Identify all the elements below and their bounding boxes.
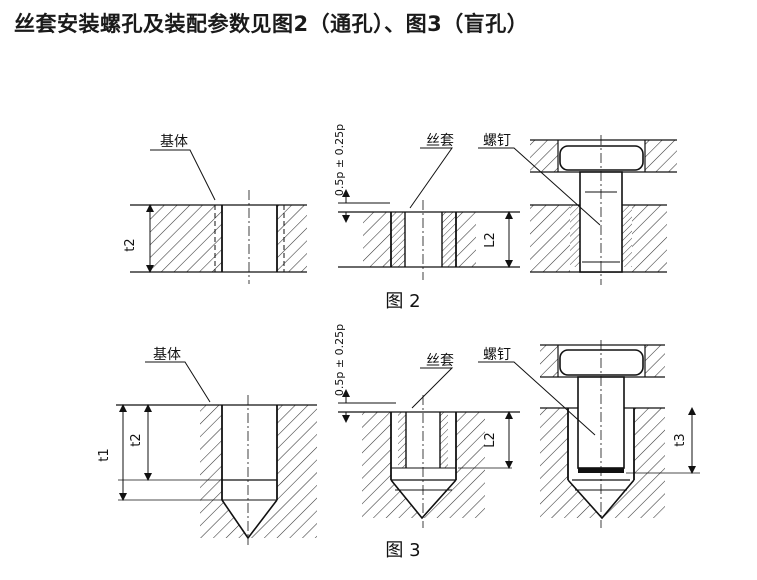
fig3-t1-label: t1 xyxy=(97,448,112,461)
fig3-tolerance-label: 0.5p ± 0.25p xyxy=(333,324,346,396)
fig2-t2-label: t2 xyxy=(123,238,138,251)
fig2-insert-label: 丝套 xyxy=(426,133,454,149)
figure-3: t1 t2 基体 xyxy=(97,324,700,561)
fig2-L2-label: L2 xyxy=(483,232,498,248)
fig3-insert: 0.5p ± 0.25p L2 丝套 图 3 xyxy=(333,324,520,561)
fig3-base-label: 基体 xyxy=(153,346,181,363)
fig2-screw-label: 螺钉 xyxy=(483,133,511,149)
fig2-insert: 0.5p ± 0.25p L2 丝套 图 2 xyxy=(333,124,520,312)
fig3-insert-label: 丝套 xyxy=(426,353,454,369)
fig2-tolerance-label: 0.5p ± 0.25p xyxy=(333,124,346,196)
fig2-screw-assembly: 螺钉 xyxy=(478,133,677,285)
fig3-screw-label: 螺钉 xyxy=(483,347,511,363)
fig3-caption: 图 3 xyxy=(385,540,420,561)
fig2-caption: 图 2 xyxy=(385,291,420,312)
fig2-base-label: 基体 xyxy=(160,133,188,150)
fig2-base-hole: t2 基体 xyxy=(123,133,307,284)
fig3-base-hole: t1 t2 基体 xyxy=(97,346,317,545)
fig3-L2-label: L2 xyxy=(483,432,498,448)
figure-2: t2 基体 0.5 xyxy=(123,124,677,312)
page-title: 丝套安装螺孔及装配参数见图2（通孔）、图3（盲孔） xyxy=(14,12,529,36)
fig3-t3-label: t3 xyxy=(673,433,688,446)
fig3-t2-label: t2 xyxy=(129,433,144,446)
fig3-screw-assembly: t3 螺钉 xyxy=(478,340,700,528)
